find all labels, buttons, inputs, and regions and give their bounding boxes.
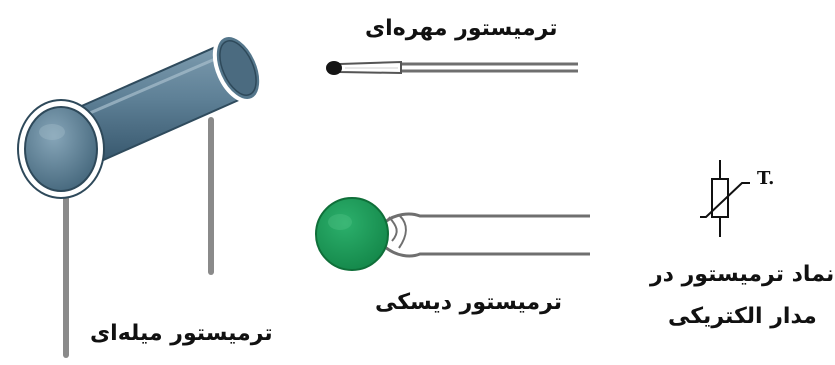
disc-thermistor-icon (316, 198, 590, 270)
disc-thermistor-label: ترمیستور دیسکی (375, 292, 562, 314)
symbol-caption-line-2: مدار الکتریکی (668, 306, 817, 328)
temperature-symbol-label: T. (757, 170, 774, 188)
rod-thermistor-icon (18, 28, 271, 355)
bead-thermistor-label: ترمیستور مهره‌ای (365, 18, 558, 40)
bead-thermistor-icon (326, 61, 578, 75)
rod-thermistor-label: ترمیستور میله‌ای (90, 323, 273, 345)
symbol-caption-line-1: نماد ترمیستور در (650, 264, 834, 286)
thermistor-symbol-icon (700, 160, 750, 237)
